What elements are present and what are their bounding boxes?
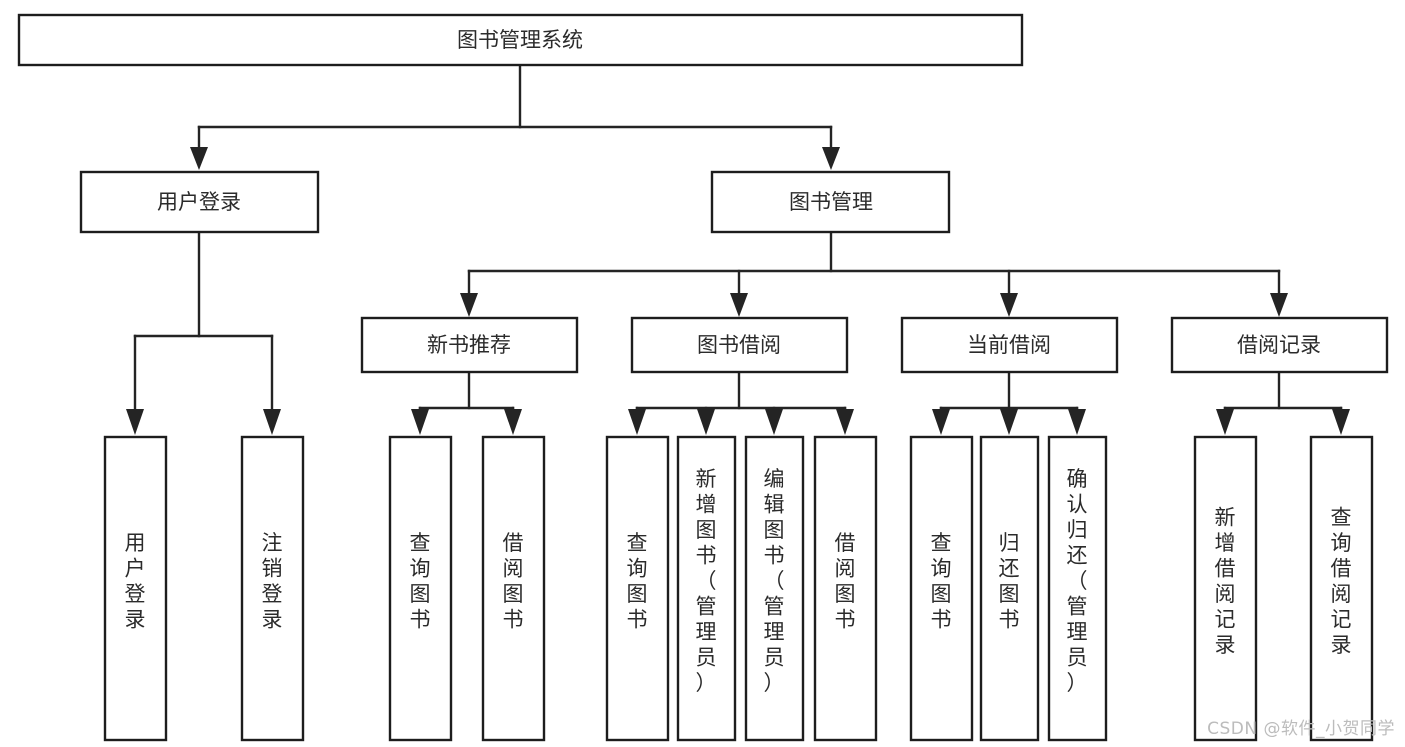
node-leaf-box[interactable] [1193, 435, 1258, 742]
node-book-management-label: 图书管理 [789, 190, 873, 214]
node-root-box[interactable] [17, 13, 1024, 67]
node-current-borrow-label: 当前借阅 [967, 333, 1051, 357]
node-leaf-label: 查询图书 [931, 531, 952, 632]
node-leaf-label: 查询图书 [627, 531, 648, 632]
node-leaf-user-login[interactable]: 用户登录 [103, 435, 168, 742]
node-leaf-label: 借阅图书 [835, 531, 856, 632]
node-user-login[interactable]: 用户登录 [79, 170, 320, 234]
arrowhead-borrow-book [730, 293, 748, 317]
node-leaf-query-book-2[interactable]: 查询图书 [605, 435, 670, 742]
node-current-borrow-box[interactable] [900, 316, 1119, 374]
node-borrow-record-label: 借阅记录 [1237, 333, 1321, 357]
node-borrow-record-box[interactable] [1170, 316, 1389, 374]
arrowhead-leaf-4 [504, 409, 522, 435]
node-new-book-recommend-box[interactable] [360, 316, 579, 374]
arrowhead-current-borrow [1000, 293, 1018, 317]
node-leaf-box[interactable] [979, 435, 1040, 742]
node-leaf-confirm-return[interactable]: 确认归还（管理员） [1047, 435, 1108, 742]
arrowhead-leaf-6 [697, 409, 715, 435]
arrowhead-leaf-9 [932, 409, 950, 435]
node-leaf-return-book[interactable]: 归还图书 [979, 435, 1040, 742]
node-leaf-label: 归还图书 [999, 531, 1020, 632]
node-leaf-label: 新增借阅记录 [1215, 505, 1236, 657]
arrowhead-leaf-3 [411, 409, 429, 435]
node-book-management-box[interactable] [710, 170, 951, 234]
node-leaf-query-book-1[interactable]: 查询图书 [388, 435, 453, 742]
node-leaf-borrow-book-2[interactable]: 借阅图书 [813, 435, 878, 742]
node-book-management[interactable]: 图书管理 [710, 170, 951, 234]
node-leaf-box[interactable] [813, 435, 878, 742]
node-leaf-borrow-book-1[interactable]: 借阅图书 [481, 435, 546, 742]
node-leaf-logout[interactable]: 注销登录 [240, 435, 305, 742]
node-leaf-box[interactable] [744, 435, 805, 742]
node-borrow-record[interactable]: 借阅记录 [1170, 316, 1389, 374]
node-user-login-label: 用户登录 [157, 190, 241, 214]
node-leaf-box[interactable] [240, 435, 305, 742]
node-leaf-box[interactable] [605, 435, 670, 742]
node-leaf-label: 查询借阅记录 [1331, 505, 1352, 657]
node-leaf-label: 编辑图书（管理员） [764, 467, 785, 695]
node-leaf-box[interactable] [909, 435, 974, 742]
node-leaf-label: 借阅图书 [503, 531, 524, 632]
node-leaf-box[interactable] [103, 435, 168, 742]
arrowhead-leaf-8 [836, 409, 854, 435]
node-leaf-query-book-3[interactable]: 查询图书 [909, 435, 974, 742]
arrowhead-leaf-5 [628, 409, 646, 435]
node-leaf-box[interactable] [1309, 435, 1374, 742]
node-new-book-recommend[interactable]: 新书推荐 [360, 316, 579, 374]
node-root[interactable]: 图书管理系统 [17, 13, 1024, 67]
arrowhead-user-login [190, 147, 208, 170]
arrowhead-leaf-13 [1332, 409, 1350, 435]
node-new-book-recommend-label: 新书推荐 [427, 333, 511, 357]
node-leaf-label: 注销登录 [262, 531, 283, 632]
arrowhead-new-book [460, 293, 478, 317]
node-root-label: 图书管理系统 [457, 28, 583, 52]
node-current-borrow[interactable]: 当前借阅 [900, 316, 1119, 374]
node-leaf-box[interactable] [481, 435, 546, 742]
node-leaf-box[interactable] [388, 435, 453, 742]
arrowhead-leaf-1 [126, 409, 144, 435]
connectors [126, 63, 1350, 435]
arrowhead-leaf-10 [1000, 409, 1018, 435]
node-leaf-query-record[interactable]: 查询借阅记录 [1309, 435, 1374, 742]
arrowhead-book-manage [822, 147, 840, 170]
node-book-borrow[interactable]: 图书借阅 [630, 316, 849, 374]
node-leaf-add-record[interactable]: 新增借阅记录 [1193, 435, 1258, 742]
node-leaf-label: 新增图书（管理员） [696, 467, 717, 695]
arrowhead-leaf-2 [263, 409, 281, 435]
arrowhead-leaf-11 [1068, 409, 1086, 435]
node-leaf-label: 查询图书 [410, 531, 431, 632]
node-book-borrow-label: 图书借阅 [697, 333, 781, 357]
node-leaf-label: 用户登录 [125, 531, 146, 632]
node-leaf-add-book[interactable]: 新增图书（管理员） [676, 435, 737, 742]
arrowhead-leaf-7 [765, 409, 783, 435]
node-leaf-label: 确认归还（管理员） [1067, 467, 1088, 695]
node-leaf-edit-book[interactable]: 编辑图书（管理员） [744, 435, 805, 742]
node-book-borrow-box[interactable] [630, 316, 849, 374]
arrowhead-borrow-record [1270, 293, 1288, 317]
arrowhead-leaf-12 [1216, 409, 1234, 435]
node-leaf-box[interactable] [1047, 435, 1108, 742]
node-leaf-box[interactable] [676, 435, 737, 742]
node-user-login-box[interactable] [79, 170, 320, 234]
